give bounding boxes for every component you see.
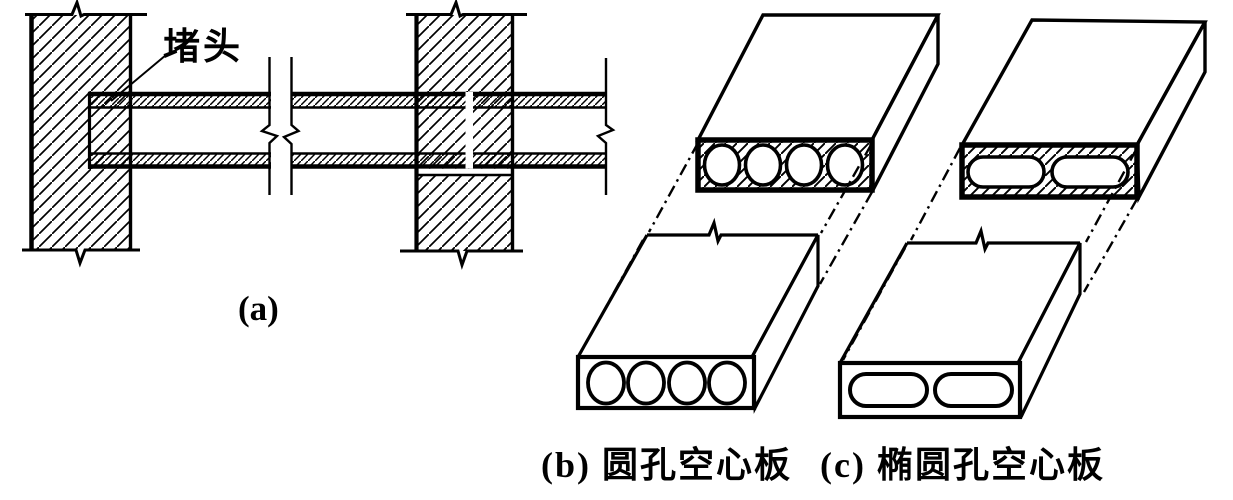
hollow-slab xyxy=(87,91,606,169)
panel-c-oval-hole-slab xyxy=(837,18,1208,420)
slab-b-cut-holes xyxy=(702,143,865,187)
wall-edges xyxy=(29,14,515,251)
panel-b-caption: (b) 圆孔空心板 xyxy=(541,445,792,485)
slab-b-upper xyxy=(695,13,941,193)
panel-a-section-view xyxy=(22,0,616,270)
plug-callout-label: 堵头 xyxy=(163,27,243,68)
slab-b-lower xyxy=(575,217,820,414)
plug-callout-leader xyxy=(110,54,167,102)
slab-c-lower xyxy=(837,225,1082,420)
middle-wall-hatch xyxy=(415,15,514,251)
slab-break-lines xyxy=(259,50,616,198)
slab-c-hidden-edges xyxy=(841,147,1139,361)
slab-c-end-holes xyxy=(848,372,1014,408)
slab-c-upper xyxy=(959,18,1208,204)
wall-cap-lines xyxy=(22,0,527,270)
slab-b-hidden-edges xyxy=(578,142,874,355)
panel-c-caption: (c) 椭圆孔空心板 xyxy=(820,445,1105,485)
slab-joint xyxy=(416,92,513,177)
left-wall-hatch xyxy=(30,15,132,250)
slab-c-cut-holes xyxy=(966,155,1130,189)
slab-b-end-holes xyxy=(586,360,747,406)
panel-b-round-hole-slab xyxy=(575,13,941,414)
panel-a-label: (a) xyxy=(238,289,279,328)
